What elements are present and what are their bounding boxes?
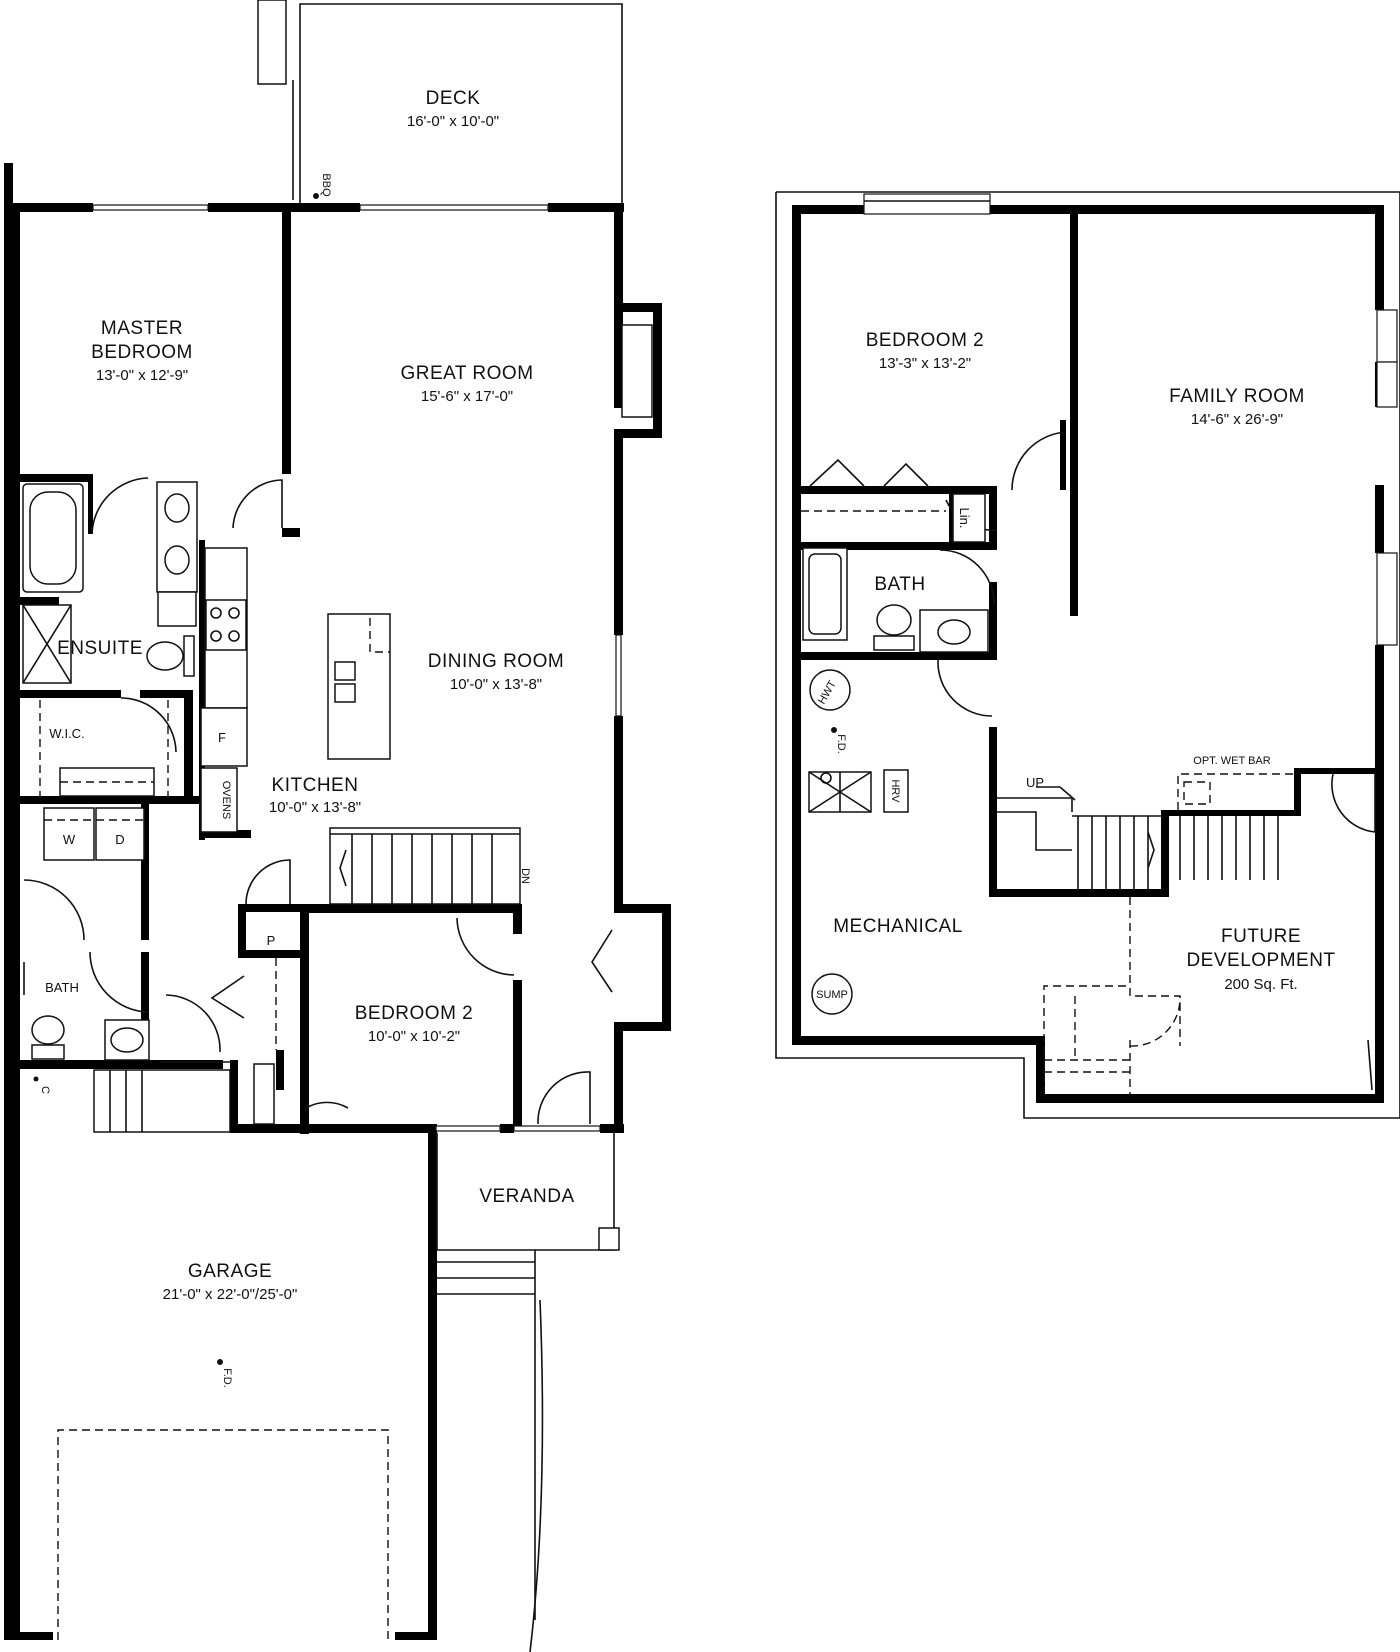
main-stairs-down bbox=[329, 827, 521, 905]
label-dryer: D bbox=[115, 832, 124, 847]
label-main-bath: BATH bbox=[45, 980, 79, 995]
label-basement-floor-drain: F.D. bbox=[835, 734, 847, 754]
room-name-family: FAMILY ROOM bbox=[1169, 386, 1305, 407]
room-name-bedroom2: BEDROOM 2 bbox=[355, 1003, 474, 1024]
room-name-dining: DINING ROOM bbox=[428, 651, 564, 672]
basement-bath-fixtures bbox=[802, 547, 989, 653]
room-name-great-room: GREAT ROOM bbox=[400, 363, 533, 384]
label-sump: SUMP bbox=[816, 989, 848, 1001]
label-ovens: OVENS bbox=[220, 781, 232, 820]
kitchen-fixtures bbox=[200, 547, 391, 833]
future-development-outline bbox=[1043, 897, 1373, 1094]
laundry-appliances bbox=[43, 807, 145, 861]
basement-labels: BEDROOM 2 13'-3" x 13'-2" FAMILY ROOM 14… bbox=[816, 330, 1335, 1001]
label-basement-bath: BATH bbox=[874, 574, 925, 595]
room-name-garage: GARAGE bbox=[188, 1261, 272, 1282]
label-veranda: VERANDA bbox=[479, 1186, 574, 1207]
room-name-master-line2: BEDROOM bbox=[91, 342, 193, 363]
linen-closet bbox=[952, 493, 986, 543]
room-name-deck: DECK bbox=[426, 88, 481, 109]
room-size-basement-bedroom2: 13'-3" x 13'-2" bbox=[879, 355, 971, 372]
room-name-future-line2: DEVELOPMENT bbox=[1186, 950, 1335, 971]
main-floor-labels: DECK 16'-0" x 10'-0" MASTER BEDROOM 13'-… bbox=[39, 88, 574, 1388]
label-wic: W.I.C. bbox=[49, 726, 84, 741]
room-size-master: 13'-0" x 12'-9" bbox=[96, 367, 188, 384]
room-size-bedroom2: 10'-0" x 10'-2" bbox=[368, 1028, 460, 1045]
entry-steps bbox=[93, 1061, 231, 1133]
room-size-family: 14'-6" x 26'-9" bbox=[1191, 411, 1283, 428]
veranda-outline bbox=[436, 1133, 620, 1652]
basement-outer-outline bbox=[775, 191, 1400, 1119]
room-size-dining: 10'-0" x 13'-8" bbox=[450, 676, 542, 693]
ensuite-fixtures bbox=[22, 481, 198, 684]
label-stairs-up: UP bbox=[1026, 775, 1044, 790]
label-mechanical: MECHANICAL bbox=[833, 916, 963, 937]
basement-walls bbox=[792, 205, 1384, 1103]
label-closet-c: C bbox=[39, 1086, 51, 1094]
basement-plan: BEDROOM 2 13'-3" x 13'-2" FAMILY ROOM 14… bbox=[775, 191, 1400, 1119]
label-ensuite: ENSUITE bbox=[57, 638, 143, 659]
main-floor-windows bbox=[92, 204, 622, 1132]
wic-shelving bbox=[39, 700, 169, 797]
label-stairs-down: DN bbox=[519, 868, 531, 884]
pantry-closets bbox=[253, 958, 277, 1125]
room-size-future: 200 Sq. Ft. bbox=[1224, 976, 1297, 993]
room-name-master-line1: MASTER bbox=[101, 318, 183, 339]
main-floor-plan: DECK 16'-0" x 10'-0" MASTER BEDROOM 13'-… bbox=[4, 0, 671, 1652]
garage-door-outline bbox=[33, 1076, 389, 1640]
main-floor-walls bbox=[4, 163, 671, 1640]
main-floor-doors bbox=[23, 477, 613, 1125]
room-name-kitchen: KITCHEN bbox=[272, 775, 359, 796]
room-size-great-room: 15'-6" x 17'-0" bbox=[421, 388, 513, 405]
mechanical-equipment bbox=[808, 669, 909, 1015]
basement-windows bbox=[863, 193, 1398, 646]
label-linen: Lin. bbox=[957, 508, 972, 529]
label-pantry: P bbox=[267, 933, 276, 948]
label-hrv: HRV bbox=[889, 779, 901, 803]
room-size-deck: 16'-0" x 10'-0" bbox=[407, 113, 499, 130]
room-size-kitchen: 10'-0" x 13'-8" bbox=[269, 799, 361, 816]
label-fridge: F bbox=[218, 730, 226, 745]
label-bbq: BBQ bbox=[320, 173, 332, 197]
fireplace bbox=[621, 324, 653, 418]
label-garage-floor-drain: F.D. bbox=[221, 1368, 233, 1388]
wet-bar-outline bbox=[1177, 773, 1294, 810]
deck-outline bbox=[257, 0, 623, 205]
room-size-garage: 21'-0" x 22'-0"/25'-0" bbox=[163, 1286, 298, 1303]
main-bath-fixtures bbox=[23, 962, 150, 1061]
basement-stairs-up bbox=[997, 786, 1279, 889]
room-name-basement-bedroom2: BEDROOM 2 bbox=[866, 330, 985, 351]
label-wet-bar: OPT. WET BAR bbox=[1193, 755, 1270, 767]
room-name-future-line1: FUTURE bbox=[1221, 926, 1301, 947]
label-washer: W bbox=[63, 832, 76, 847]
